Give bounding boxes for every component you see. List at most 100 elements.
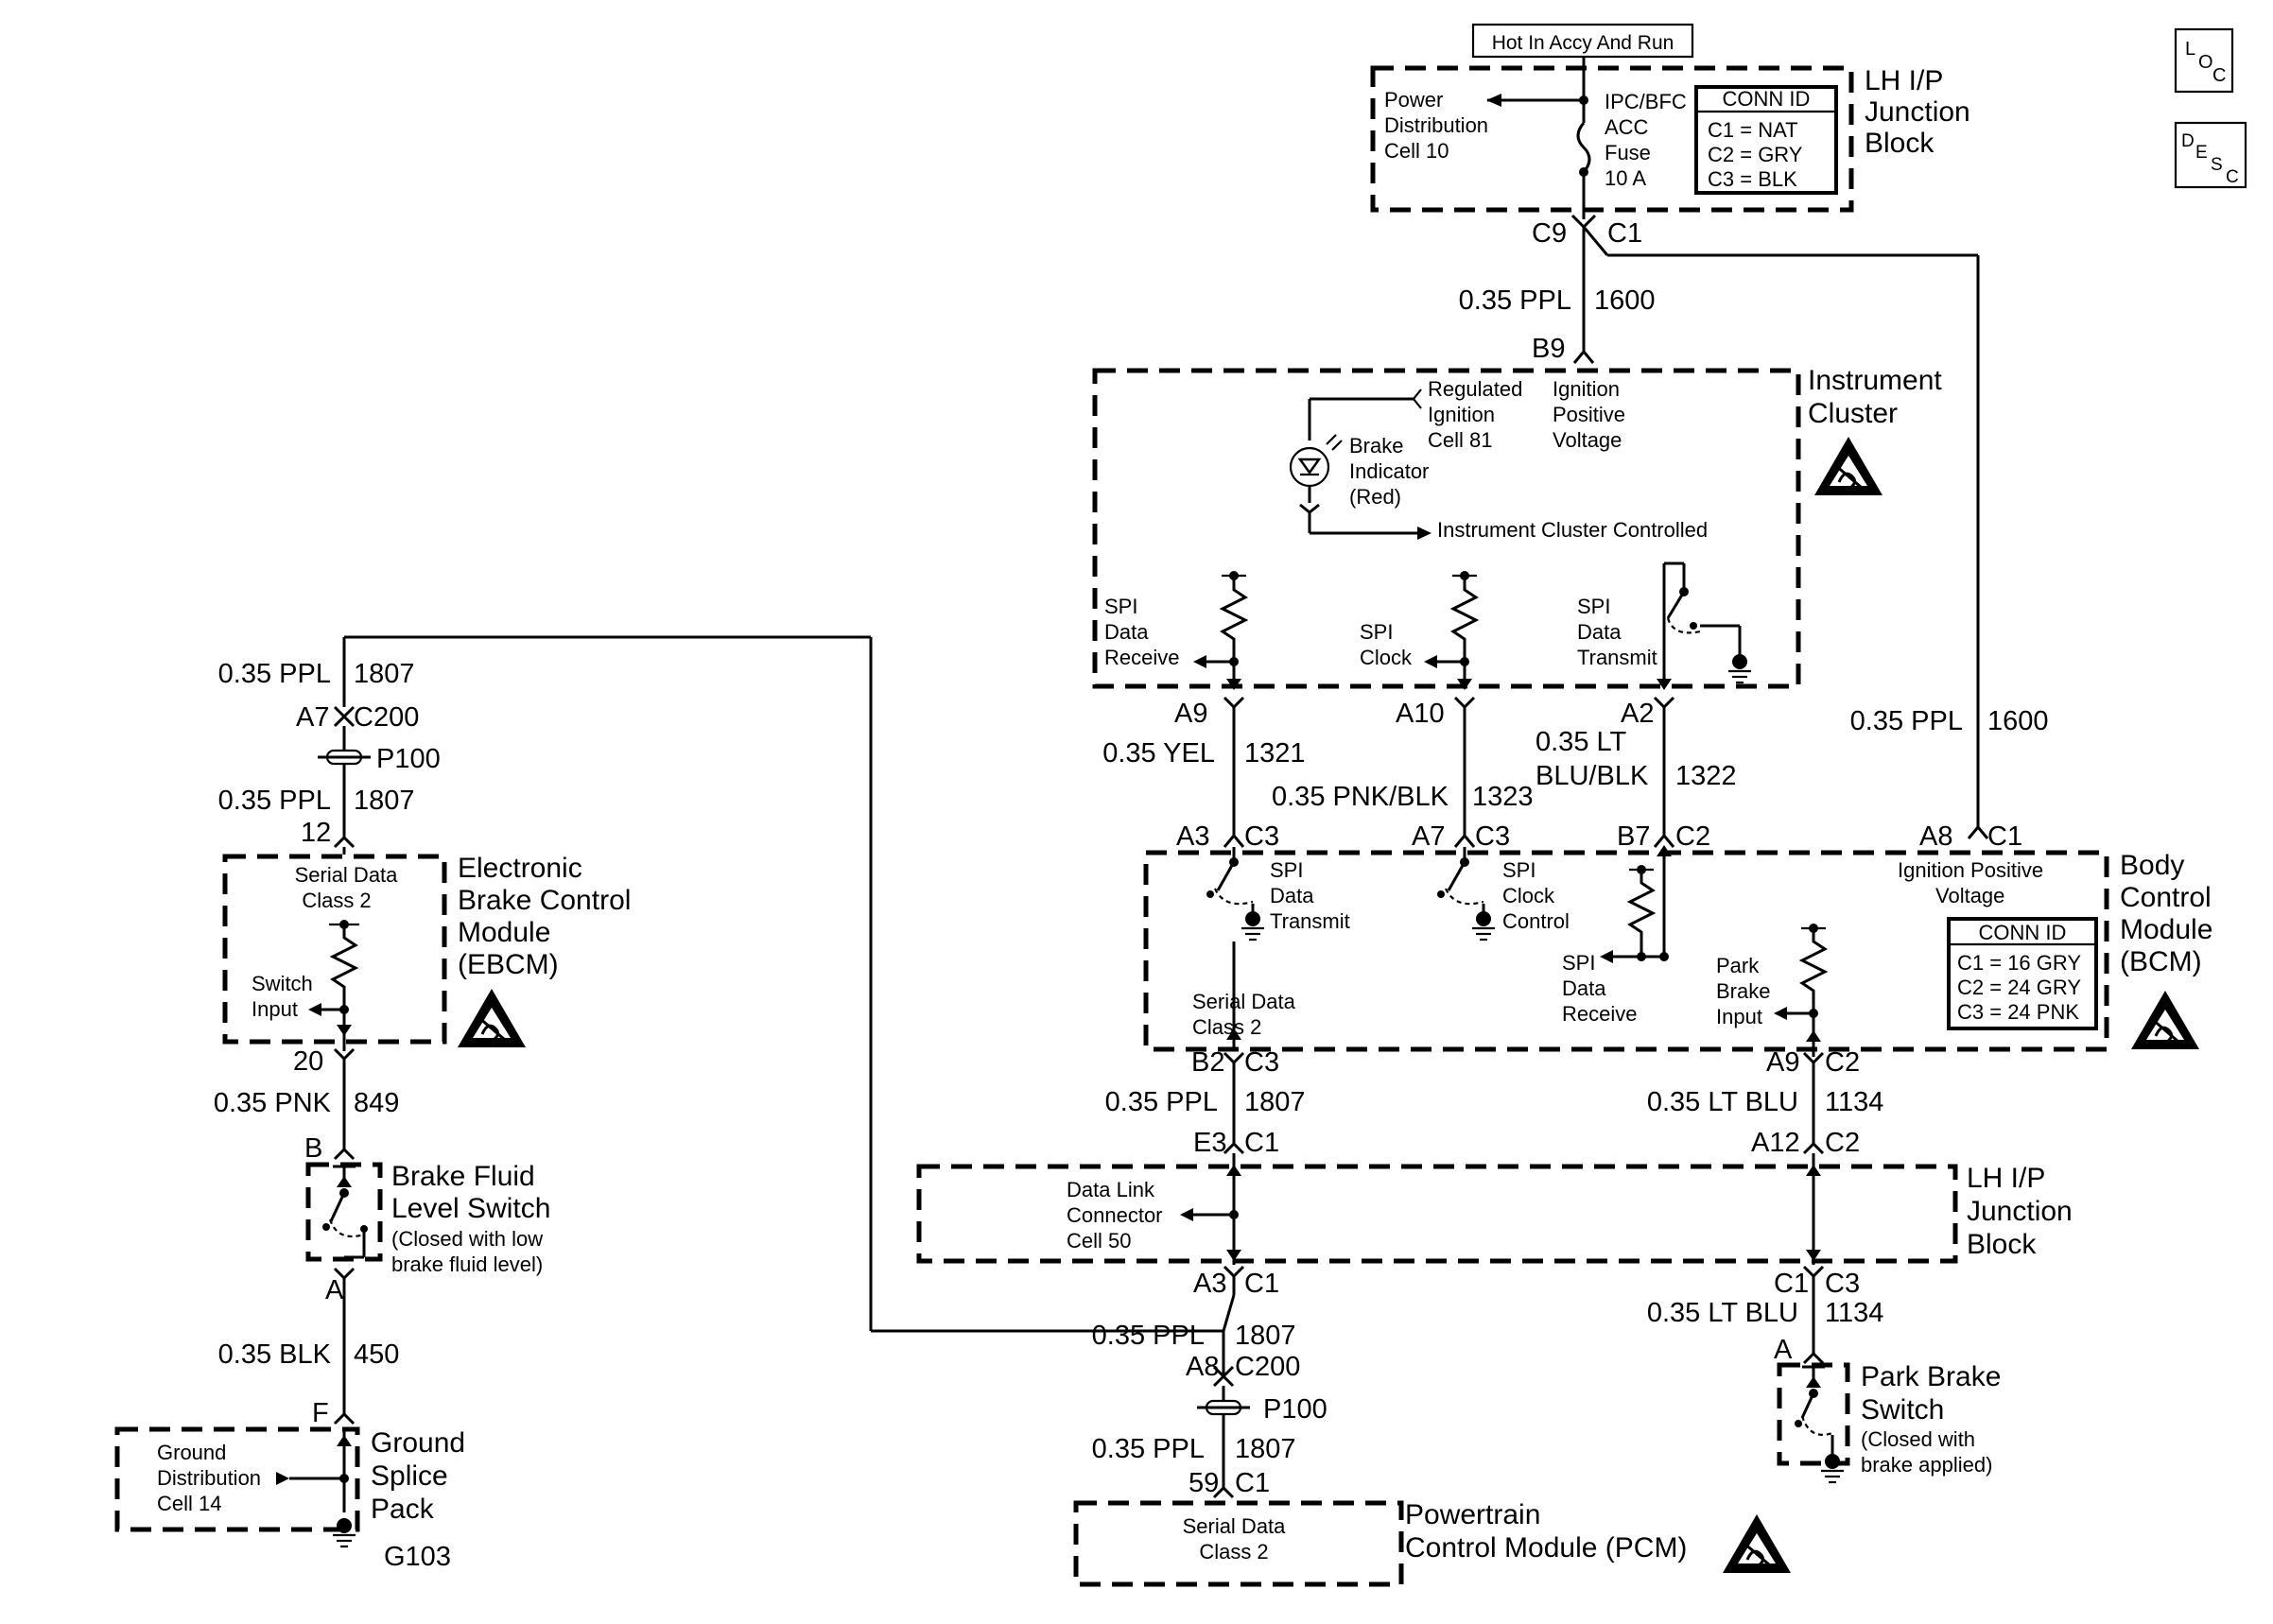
esd-icon-ipc (1813, 435, 1884, 497)
svg-text:A3: A3 (1193, 1269, 1226, 1299)
svg-text:A: A (1774, 1335, 1793, 1365)
svg-text:Body: Body (2120, 850, 2184, 881)
fuse-symbol (1486, 94, 1591, 219)
svg-text:B9: B9 (1532, 334, 1565, 364)
svg-text:0.35 PNK: 0.35 PNK (214, 1088, 332, 1118)
bcm-park-brake-input-circuit (1774, 924, 1829, 1057)
svg-text:Data Link: Data Link (1067, 1178, 1155, 1201)
esd-icon-pcm (1721, 1512, 1793, 1575)
svg-text:450: 450 (354, 1339, 399, 1370)
svg-text:Transmit: Transmit (1577, 646, 1657, 669)
connector-a7-c200: A7 C200 (296, 702, 419, 733)
svg-text:849: 849 (354, 1088, 399, 1118)
hot-in-accy-run-label: Hot In Accy And Run (1471, 23, 1694, 59)
svg-text:(BCM): (BCM) (2120, 946, 2202, 977)
svg-text:0.35 PPL: 0.35 PPL (1092, 1434, 1205, 1464)
svg-text:Park Brake: Park Brake (1861, 1361, 2001, 1392)
svg-text:BLU/BLK: BLU/BLK (1536, 761, 1649, 791)
svg-text:Data: Data (1270, 884, 1314, 907)
svg-text:C200: C200 (1235, 1352, 1300, 1382)
svg-text:10 A: 10 A (1605, 166, 1646, 190)
svg-text:C1: C1 (1607, 218, 1642, 249)
bcm-internal-text: SPI Data Transmit SPI Clock Control SPI … (1192, 858, 2043, 1039)
svg-text:A7: A7 (1412, 821, 1445, 852)
svg-text:Data: Data (1577, 620, 1622, 644)
svg-text:A8: A8 (1919, 821, 1952, 852)
svg-text:0.35 PPL: 0.35 PPL (1092, 1321, 1205, 1351)
svg-text:SPI: SPI (1360, 620, 1393, 644)
svg-text:E3: E3 (1193, 1128, 1226, 1158)
wire-1321-label: 0.35 YEL 1321 (1102, 738, 1305, 769)
bcm-box: Body Control Module (BCM) (1143, 850, 2212, 1052)
svg-text:Instrument: Instrument (1808, 365, 1942, 396)
svg-text:CONN ID: CONN ID (1723, 87, 1811, 111)
svg-text:Clock: Clock (1502, 884, 1555, 907)
svg-text:CONN ID: CONN ID (1979, 921, 2067, 944)
bcm-spi-clock-switch (1437, 847, 1495, 942)
svg-text:C3: C3 (1825, 1269, 1860, 1299)
wire-1807-lower-label: 0.35 PPL 1807 (1092, 1321, 1296, 1351)
svg-text:C3: C3 (1244, 821, 1279, 852)
svg-text:Block: Block (1865, 128, 1935, 159)
svg-text:1807: 1807 (354, 786, 415, 816)
svg-text:Voltage: Voltage (1935, 884, 2004, 907)
svg-text:C1 = NAT: C1 = NAT (1708, 118, 1798, 142)
svg-text:1322: 1322 (1675, 761, 1737, 791)
bcm-spi-receive-circuit (1600, 845, 1672, 963)
svg-text:Distribution: Distribution (157, 1466, 261, 1490)
wire-1600-top-label: 0.35 PPL 1600 (1459, 285, 1656, 316)
svg-text:1807: 1807 (1244, 1087, 1306, 1117)
svg-text:1134: 1134 (1825, 1087, 1883, 1117)
ipc-internal-text: Regulated Ignition Cell 81 Ignition Posi… (1349, 377, 1708, 542)
svg-text:Ignition: Ignition (1553, 377, 1620, 401)
svg-text:(Closed with low: (Closed with low (391, 1227, 543, 1251)
svg-text:Hot In Accy And Run: Hot In Accy And Run (1492, 32, 1674, 54)
svg-text:1600: 1600 (1594, 285, 1656, 316)
bcm-connector-pins-top: A3 C3 A7 C3 B7 C2 A8 C1 (1176, 821, 2022, 852)
svg-text:Cell 14: Cell 14 (157, 1492, 221, 1515)
ipc-spi-receive-circuit: SPI Data Receive (1104, 571, 1249, 690)
wire-1807-pcm-label: 0.35 PPL 1807 (1092, 1434, 1296, 1464)
svg-text:Power: Power (1384, 88, 1443, 112)
ipc-spi-transmit-circuit: SPI Data Transmit (1577, 561, 1751, 690)
svg-text:Positive: Positive (1553, 403, 1625, 426)
svg-text:brake fluid level): brake fluid level) (391, 1253, 543, 1276)
lh-ip-junction-pins-bottom: A3 C1 C1 C3 (1193, 1265, 1860, 1299)
svg-text:S: S (2211, 155, 2223, 175)
svg-text:C1: C1 (1987, 821, 2022, 852)
svg-text:0.35 BLK: 0.35 BLK (218, 1339, 332, 1370)
lh-ip-junction-internal-wires (1180, 1153, 1821, 1265)
svg-text:LH I/P: LH I/P (1967, 1163, 2045, 1194)
svg-text:Serial Data: Serial Data (1183, 1514, 1287, 1538)
park-brake-switch: A Park Brake Switch (Closed with brake a… (1774, 1335, 2001, 1484)
svg-text:Junction: Junction (1967, 1196, 2073, 1227)
svg-text:ACC: ACC (1605, 115, 1649, 139)
svg-text:G103: G103 (384, 1542, 451, 1572)
svg-text:brake applied): brake applied) (1861, 1453, 1992, 1477)
svg-text:Class 2: Class 2 (1199, 1540, 1268, 1564)
wire-849-label: 0.35 PNK 849 (214, 1088, 400, 1118)
svg-text:12: 12 (301, 818, 331, 848)
svg-text:Control Module (PCM): Control Module (PCM) (1405, 1532, 1687, 1564)
lh-ip-junction-block-bottom: LH I/P Junction Block Data Link Connecto… (916, 1163, 2073, 1264)
svg-text:Park: Park (1716, 954, 1760, 977)
svg-text:(EBCM): (EBCM) (458, 949, 559, 980)
svg-text:C2 = 24 GRY: C2 = 24 GRY (1957, 976, 2081, 999)
pcm-pins: 59 C1 (1189, 1468, 1270, 1499)
svg-text:1134: 1134 (1825, 1298, 1883, 1328)
svg-text:E: E (2195, 143, 2208, 163)
desc-icon[interactable]: D E S C (2174, 121, 2247, 189)
svg-text:1807: 1807 (1235, 1434, 1296, 1464)
svg-text:1600: 1600 (1987, 706, 2049, 736)
ipc-spi-clock-circuit: SPI Clock (1360, 571, 1480, 690)
svg-text:Class 2: Class 2 (1192, 1015, 1261, 1039)
loc-icon[interactable]: L O C (2174, 27, 2234, 94)
svg-text:A9: A9 (1174, 699, 1207, 729)
svg-text:SPI: SPI (1502, 858, 1536, 882)
ebcm-switch-input-circuit (308, 847, 359, 1051)
svg-text:Receive: Receive (1104, 646, 1179, 669)
esd-icon-ebcm (456, 987, 528, 1049)
svg-text:SPI: SPI (1577, 595, 1610, 618)
svg-text:L: L (2185, 39, 2195, 60)
